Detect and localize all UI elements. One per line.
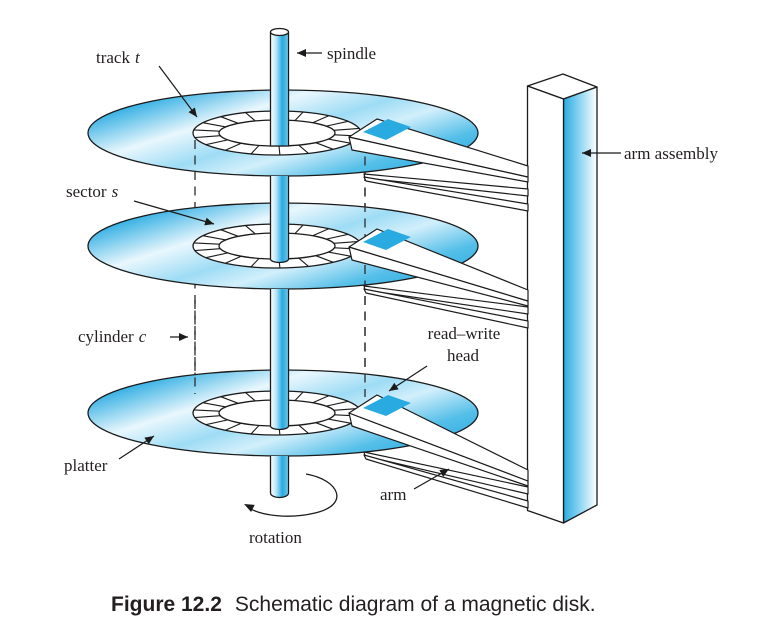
arm-top-face bbox=[348, 394, 529, 482]
read-write-head-arrow-icon bbox=[388, 365, 428, 392]
read-write-head-middle bbox=[363, 229, 411, 250]
spindle-segment-2 bbox=[269, 176, 290, 264]
arm-lower-strip-2 bbox=[363, 288, 529, 329]
platter-arrow-icon bbox=[118, 435, 155, 460]
arm-lower-strip-2 bbox=[363, 454, 529, 509]
spindle-segment-4 bbox=[269, 456, 290, 499]
label-arm-assembly: arm assembly bbox=[624, 144, 718, 163]
label-arm: arm bbox=[380, 485, 406, 504]
arm-lower-strip-2 bbox=[363, 176, 529, 212]
read-write-head-bottom bbox=[363, 395, 411, 416]
arm-group-top bbox=[348, 118, 529, 212]
rotation-arrowhead-icon bbox=[244, 504, 255, 512]
label-arrows bbox=[118, 49, 621, 490]
sector-ticks bbox=[193, 223, 361, 269]
label-read-write-head-line2: head bbox=[447, 346, 480, 365]
arm-group-middle bbox=[348, 228, 529, 329]
sector-arrow-icon bbox=[133, 200, 215, 226]
arm-assembly-post bbox=[526, 73, 598, 524]
arm-arrow-icon bbox=[413, 468, 450, 490]
rotation-arrow bbox=[244, 473, 338, 517]
spindle-segment-1 bbox=[269, 32, 290, 147]
label-platter: platter bbox=[64, 456, 108, 475]
spindle-rod bbox=[269, 27, 290, 499]
arm-top-face bbox=[348, 228, 529, 302]
spindle-top-cap bbox=[269, 27, 290, 37]
spindle-segment-3 bbox=[269, 289, 290, 431]
track-arrow-icon bbox=[158, 65, 198, 118]
post-front-face bbox=[526, 85, 565, 524]
read-write-head-top bbox=[363, 119, 411, 140]
sector-ticks bbox=[193, 110, 361, 156]
rotation-arc bbox=[248, 473, 338, 517]
label-read-write-head-line1: read–write bbox=[428, 324, 501, 343]
label-rotation: rotation bbox=[249, 528, 302, 547]
label-spindle: spindle bbox=[327, 44, 376, 63]
